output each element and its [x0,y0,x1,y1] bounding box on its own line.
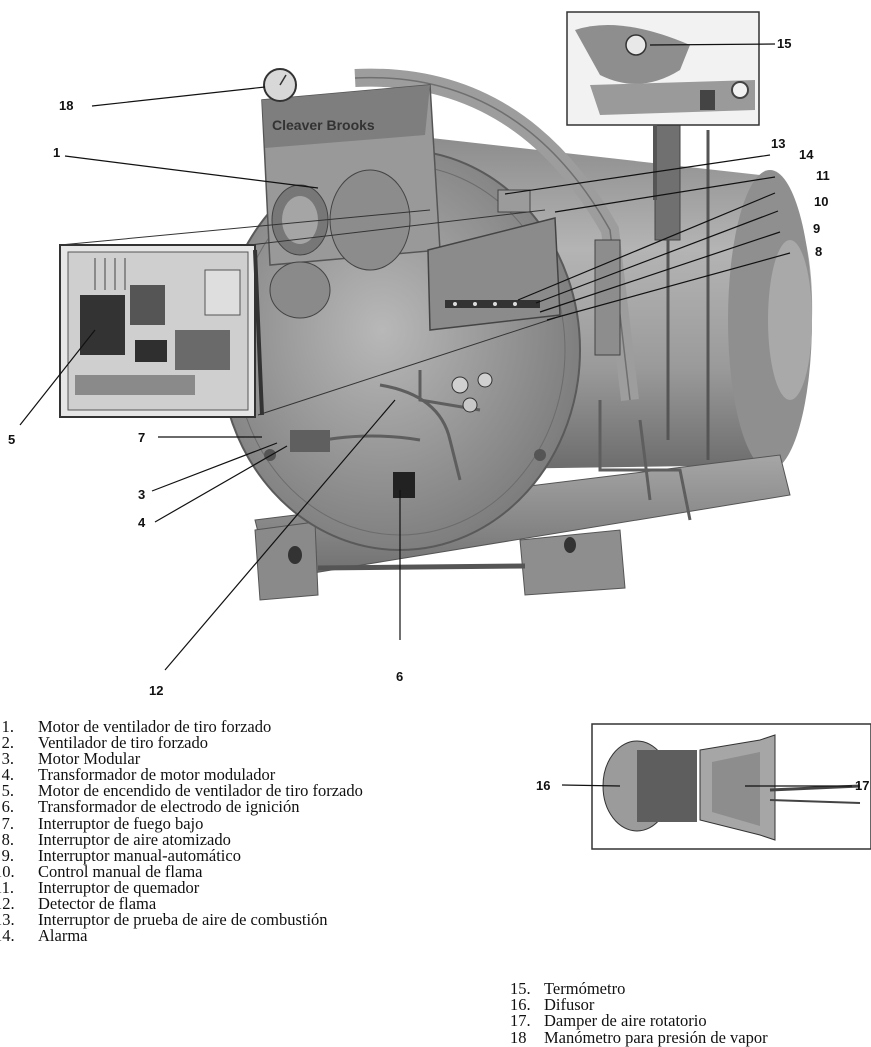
legend-text: Interruptor de quemador [38,877,200,897]
legend-item: 7. Interruptor de fuego bajo [0,813,470,833]
legend-item: 10. Control manual de flama [0,861,470,881]
legend-text: Interruptor de aire atomizado [38,829,231,849]
legend-number: 18 [510,1027,527,1047]
legend-item: 13. Interruptor de prueba de aire de comb… [0,910,470,930]
legend-item: 2. Ventilador de tiro forzado [0,733,470,753]
legend-number: 1. [1,719,14,736]
diffuser-inset [591,723,871,850]
ignition-transformer [393,472,415,498]
callout-6: 6 [396,669,403,684]
callout-10: 10 [814,194,828,209]
callout-9: 9 [813,221,820,236]
legend-text: Alarma [38,926,88,945]
callout-7: 7 [138,430,145,445]
cabinet-leader-mid [249,209,546,246]
callout-5: 5 [8,432,15,447]
legend-text: Damper de aire rotatorio [544,1011,707,1031]
callout-8: 8 [815,244,822,259]
legend-item: 8. Interruptor de aire atomizado [0,829,470,849]
legend-item: 14. Alarma [0,926,470,945]
callout-18: 18 [59,98,73,113]
legend-item: 17. Damper de aire rotatorio [510,1011,871,1031]
legend-item: 4. Transformador de motor modulador [0,765,470,785]
callout-17: 17 [855,778,869,793]
brand-plate: Cleaver Brooks [272,117,375,133]
legend-text: Transformador de motor modulador [38,765,276,785]
callout-4: 4 [138,515,146,530]
steam-pressure-gauge [263,68,297,102]
modulating-motor [290,430,330,452]
legend-number: 6. [1,797,14,817]
cabinet-leader-bottom [257,317,556,416]
legend-text: Motor de ventilador de tiro forzado [38,719,272,736]
callout-3: 3 [138,487,145,502]
legend-item: 5. Motor de encendido de ventilador de ti… [0,781,470,801]
legend-text: Ventilador de tiro forzado [38,733,208,753]
cabinet-leader-top [59,209,431,246]
legend-item: 9. Interruptor manual-automático [0,845,470,865]
legend-item: 6. Transformador de electrodo de ignición [0,797,470,817]
legend-number: 7. [1,813,14,833]
legend-text: Detector de flama [38,894,157,914]
callout-1: 1 [53,145,60,160]
legend-item: 3. Motor Modular [0,749,470,769]
legend-number: 11. [0,877,15,897]
legend-item: 11. Interruptor de quemador [0,877,470,897]
legend-number: 14. [0,926,15,945]
legend-number: 4. [1,765,14,785]
legend-item: 15. Termómetro [510,979,871,998]
legend-number: 15. [510,979,531,998]
legend-text: Termómetro [544,979,626,998]
legend-number: 9. [1,845,14,865]
legend-item: 18 Manómetro para presión de vapor [510,1027,871,1047]
callout-15: 15 [777,36,791,51]
legend-text: Manómetro para presión de vapor [544,1027,768,1047]
thermometer-inset [566,11,760,200]
legend-number: 13. [0,910,15,930]
callout-11: 11 [816,168,830,183]
legend-text: Interruptor manual-automático [38,845,241,865]
pressure-gauges [451,372,493,413]
leader-lines [19,43,852,787]
burner-control-panel [427,189,561,331]
electrical-cabinet [59,244,264,418]
legend-text: Transformador de electrodo de ignición [38,797,300,817]
legend-item: 16. Difusor [510,995,871,1015]
callout-12: 12 [149,683,163,698]
fuel-piping [299,370,692,521]
legend-number: 3. [1,749,14,769]
callout-13: 13 [771,136,785,151]
legend-text: Interruptor de fuego bajo [38,813,204,833]
legend-item: 1. Motor de ventilador de tiro forzado [0,719,470,735]
legend-number: 17. [510,1011,531,1031]
legend-number: 10. [0,861,15,881]
legend-item: 12. Detector de flama [0,894,470,914]
legend-text: Difusor [544,995,595,1015]
legend-number: 12. [0,894,15,914]
legend-number: 2. [1,733,14,753]
legend-left: 1. Motor de ventilador de tiro forzado 2.… [0,719,470,944]
legend-right: 15. Termómetro 16. Difusor 17. Damper de ai… [510,979,871,1047]
legend-text: Interruptor de prueba de aire de combust… [38,910,328,930]
fan-housing: Cleaver Brooks [261,84,441,319]
callout-16: 16 [536,778,550,793]
legend-text: Control manual de flama [38,861,203,881]
legend-number: 16. [510,995,531,1015]
legend-number: 8. [1,829,14,849]
legend-text: Motor Modular [38,749,141,769]
legend-number: 5. [1,781,14,801]
callout-14: 14 [799,147,814,162]
legend-text: Motor de encendido de ventilador de tiro… [38,781,363,801]
